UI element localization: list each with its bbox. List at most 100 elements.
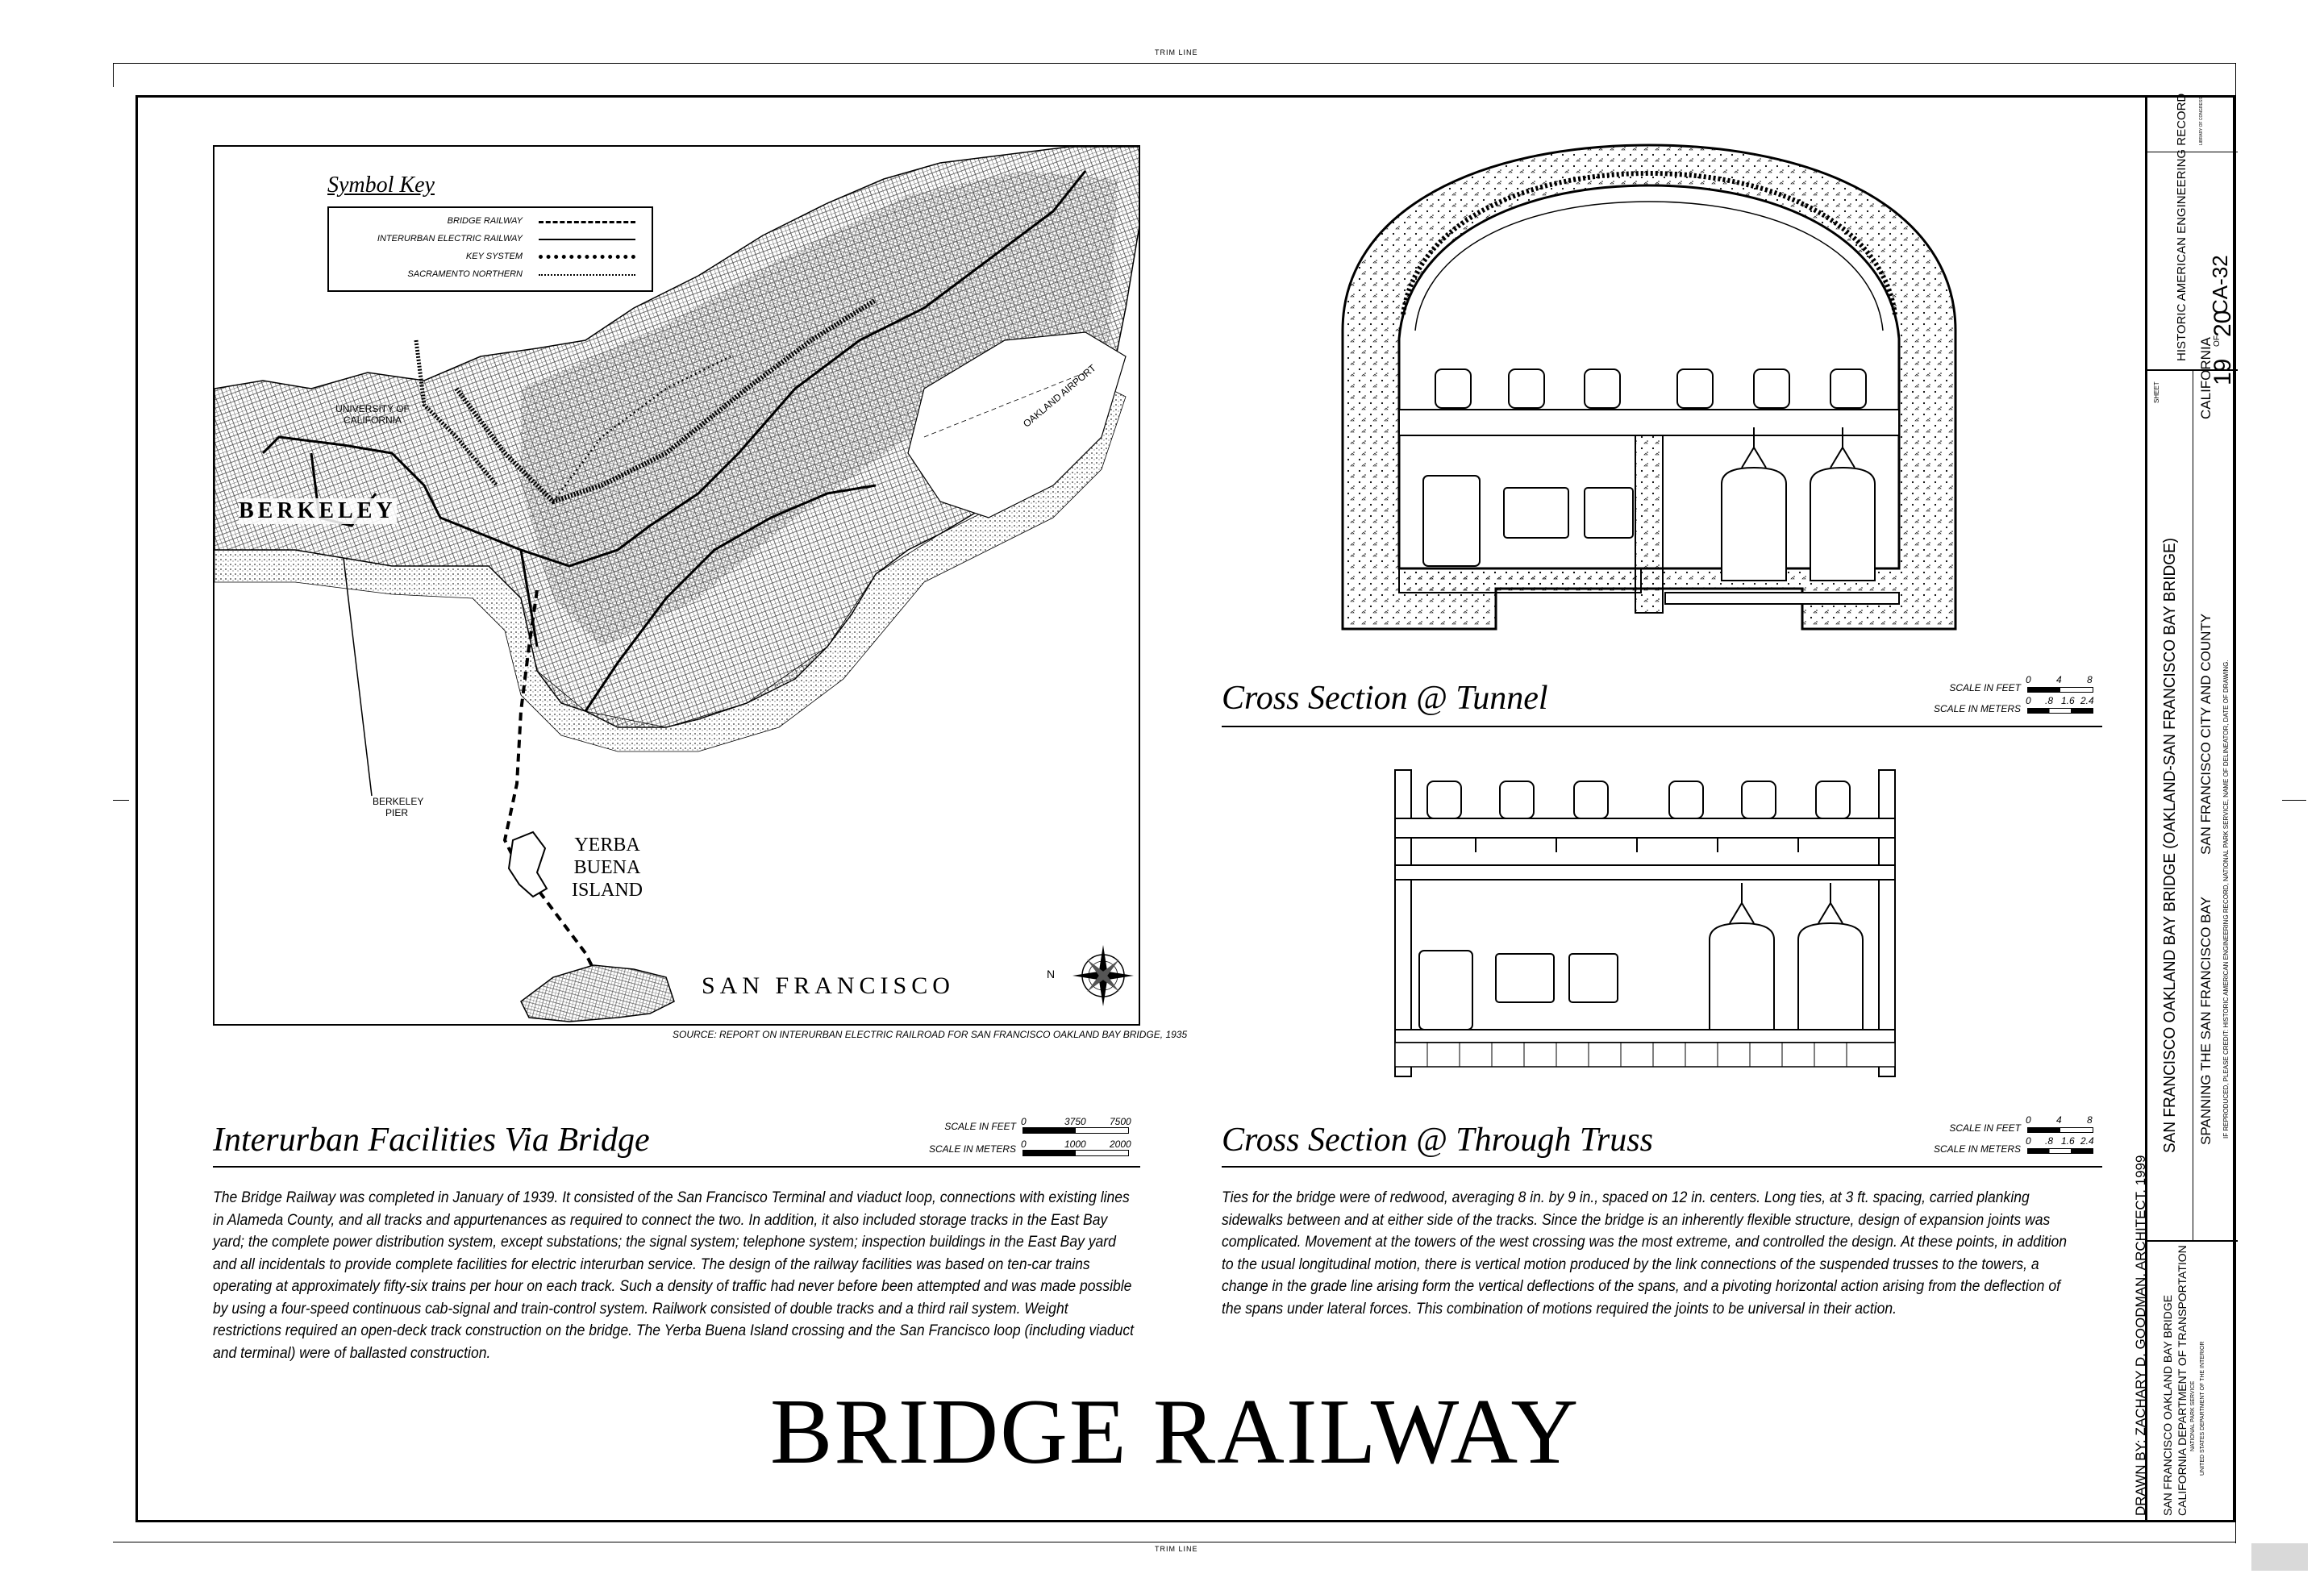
berkeley-pier-label: BERKELEY PIER — [373, 796, 424, 818]
title-block-credit: IF REPRODUCED, PLEASE CREDIT: HISTORIC A… — [2222, 660, 2230, 1139]
symbol-key-row: BRIDGE RAILWAY — [447, 216, 523, 226]
scale-tick: 0 — [2026, 674, 2031, 685]
truss-section-title: Cross Section @ Through Truss — [1222, 1122, 1653, 1159]
berkeley-pier — [343, 557, 373, 797]
truss-upper-cars — [1426, 781, 1851, 819]
scale-tick: 2.4 — [2080, 695, 2094, 706]
bridge-railway-symbol — [539, 221, 635, 223]
lower-deck-trains — [1721, 427, 1876, 581]
title-block-state: CALIFORNIA — [2198, 336, 2214, 419]
title-block-drawn-by: DRAWN BY: ZACHARY D. GOODMAN, ARCHITECT,… — [2133, 1155, 2148, 1516]
tunnel-scale-bar-feet — [2027, 687, 2093, 693]
title-block-sheet-label: SHEET — [2153, 381, 2160, 403]
title-block-structure-name: SAN FRANCISCO OAKLAND BAY BRIDGE (OAKLAN… — [2161, 538, 2179, 1153]
left-scale-meters-label: SCALE IN METERS — [928, 1143, 1016, 1155]
title-block — [2145, 95, 2238, 1522]
scale-tick: .8 — [2045, 695, 2054, 706]
map-drawing — [214, 147, 1139, 1022]
oakland-grid — [521, 171, 1118, 647]
left-panel-title-rule — [213, 1166, 1140, 1168]
crop-mark-left — [113, 800, 129, 801]
scale-tick: 7500 — [1110, 1116, 1131, 1127]
truss-lower-trucks — [1418, 950, 1618, 1030]
airport-area — [907, 331, 1127, 518]
truss-section-body: Ties for the bridge were of redwood, ave… — [1222, 1189, 2068, 1318]
tunnel-section-title: Cross Section @ Tunnel — [1222, 680, 1548, 717]
trim-line-top-label: TRIM LINE — [1155, 48, 1198, 56]
truss-scale-feet-label: SCALE IN FEET — [1949, 1122, 2021, 1134]
symbol-key-row: KEY SYSTEM — [465, 252, 523, 261]
san-francisco-shape — [520, 964, 675, 1022]
title-block-agency-2: CALIFORNIA DEPARTMENT OF TRANSPORTATION — [2176, 1245, 2189, 1516]
scale-tick: 0 — [2026, 1114, 2031, 1126]
sacramento-northern-symbol — [539, 274, 635, 276]
title-block-program: HISTORIC AMERICAN ENGINEERING RECORD — [2175, 93, 2189, 361]
scale-tick: .8 — [2045, 1135, 2054, 1147]
truss-scale-bar-meters — [2027, 1148, 2093, 1154]
scale-tick: 0 — [1021, 1116, 1027, 1127]
title-block-record-number: CA-32 — [2208, 255, 2232, 314]
symbol-key-box: BRIDGE RAILWAY INTERURBAN ELECTRIC RAILW… — [327, 206, 653, 292]
upper-deck-cars — [1435, 368, 1867, 409]
sacramento-northern-route — [552, 355, 731, 502]
compass-rose — [1072, 945, 1134, 1006]
title-block-agency-1: SAN FRANCISCO OAKLAND BAY BRIDGE — [2161, 1294, 2174, 1516]
title-block-location: SPANNING THE SAN FRANCISCO BAY — [2198, 897, 2214, 1145]
symbol-key-row: SACRAMENTO NORTHERN — [407, 269, 523, 279]
truss-section-title-rule — [1222, 1166, 2102, 1168]
truss-section-drawing — [1394, 769, 1896, 1077]
trim-mark-right-top — [2235, 63, 2236, 1543]
map-frame: Symbol Key BRIDGE RAILWAY INTERURBAN ELE… — [213, 145, 1140, 1026]
title-block-agency-3: NATIONAL PARK SERVICE — [2190, 1380, 2196, 1451]
tunnel-scale-feet-label: SCALE IN FEET — [1949, 682, 2021, 693]
scale-tick: 4 — [2056, 1114, 2062, 1126]
yerba-buena-label: YERBA BUENA ISLAND — [572, 835, 643, 901]
drawing-border — [135, 95, 2235, 1522]
left-panel-title: Interurban Facilities Via Bridge — [213, 1122, 650, 1159]
berkeley-label: BERKELEY — [239, 498, 397, 524]
truss-scale-bar-feet — [2027, 1127, 2093, 1133]
color-swatch — [2251, 1543, 2308, 1571]
interurban-symbol — [539, 239, 635, 240]
tunnel-section-title-rule — [1222, 726, 2102, 727]
scale-tick: 1.6 — [2061, 695, 2075, 706]
key-system-symbol — [539, 255, 635, 259]
scale-tick: 2000 — [1110, 1139, 1131, 1150]
scale-tick: 8 — [2087, 1114, 2093, 1126]
map-source: SOURCE: REPORT ON INTERURBAN ELECTRIC RA… — [673, 1029, 1188, 1040]
tunnel-scale-bar-meters — [2027, 708, 2093, 714]
symbol-key-row: INTERURBAN ELECTRIC RAILWAY — [377, 234, 523, 244]
north-label: N — [1047, 968, 1056, 980]
sheet-title: BRIDGE RAILWAY — [770, 1380, 1581, 1484]
symbol-key-title: Symbol Key — [327, 173, 435, 198]
trim-mark-left-top — [113, 63, 114, 87]
trim-line-bottom-label: TRIM LINE — [1155, 1545, 1198, 1553]
scale-tick: 0 — [2026, 695, 2031, 706]
bridge-railway-route — [502, 589, 595, 970]
shoreline-shading — [214, 388, 1127, 752]
scale-tick: 4 — [2056, 674, 2062, 685]
scale-tick: 8 — [2087, 674, 2093, 685]
truss-lower-trains — [1709, 883, 1864, 1030]
lower-deck-trucks — [1422, 475, 1634, 567]
left-panel-body: The Bridge Railway was completed in Janu… — [213, 1189, 1135, 1362]
left-scale-bar-feet — [1022, 1127, 1129, 1134]
title-block-stamp: LIBRARY OF CONGRESS — [2199, 97, 2204, 145]
left-scale-bar-meters — [1022, 1150, 1129, 1156]
scale-tick: 2.4 — [2080, 1135, 2094, 1147]
title-block-county: SAN FRANCISCO CITY AND COUNTY — [2198, 613, 2214, 855]
tunnel-section-drawing — [1341, 144, 1957, 631]
truss-scale-meters-label: SCALE IN METERS — [1933, 1143, 2021, 1155]
scale-tick: 1.6 — [2061, 1135, 2075, 1147]
university-label: UNIVERSITY OF CALIFORNIA — [335, 403, 410, 426]
yerba-buena-island-shape — [507, 831, 548, 898]
key-system-route — [454, 298, 877, 505]
left-scale-feet-label: SCALE IN FEET — [944, 1121, 1016, 1132]
tunnel-scale-meters-label: SCALE IN METERS — [1933, 703, 2021, 714]
title-block-sheet-total: 20 — [2209, 310, 2236, 337]
san-francisco-label: SAN FRANCISCO — [702, 972, 955, 999]
scale-tick: 0 — [1021, 1139, 1027, 1150]
scale-tick: 1000 — [1064, 1139, 1086, 1150]
interurban-route — [261, 170, 1087, 568]
crop-mark-right — [2282, 800, 2306, 801]
